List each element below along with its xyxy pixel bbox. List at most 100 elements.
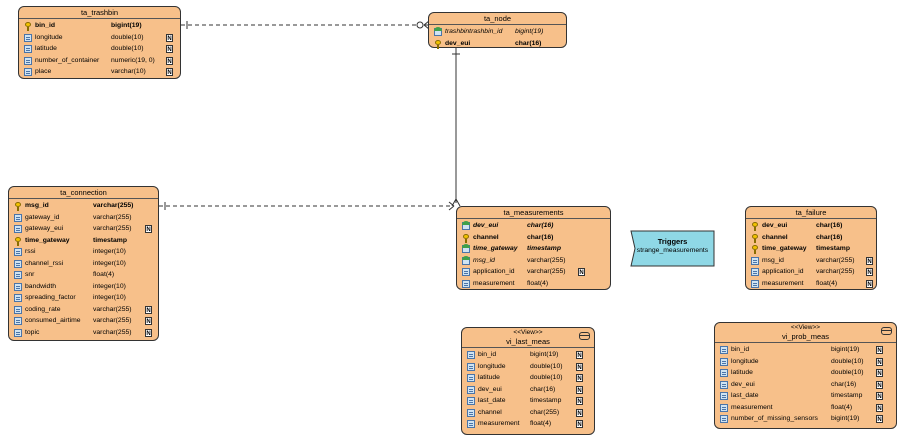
column-type: char(16) bbox=[515, 39, 542, 47]
column-type: integer(10) bbox=[93, 259, 126, 267]
primary-key-icon bbox=[15, 202, 21, 211]
column-name: dev_eui bbox=[445, 39, 471, 47]
column-row[interactable]: channel char(16) bbox=[457, 232, 610, 244]
nullable-badge: N bbox=[145, 317, 152, 325]
primary-key-icon bbox=[752, 233, 758, 243]
column-name: bin_id bbox=[35, 22, 56, 29]
column-row[interactable]: dev_eui char(16) bbox=[429, 38, 566, 50]
column-name: time_gateway bbox=[473, 245, 518, 252]
view-header: <<View>> vi_last_meas bbox=[462, 328, 594, 348]
column-type: char(16) bbox=[530, 385, 556, 393]
column-type: double(10) bbox=[111, 45, 144, 52]
column-name: dev_eui bbox=[731, 380, 755, 388]
view-icon bbox=[579, 332, 590, 340]
column-row[interactable]: time_gateway timestamp bbox=[746, 243, 876, 255]
column-icon bbox=[14, 282, 22, 291]
column-name: application_id bbox=[762, 268, 804, 275]
column-name: gateway_eui bbox=[25, 225, 64, 232]
column-icon bbox=[467, 385, 475, 394]
column-type: bigint(19) bbox=[831, 346, 860, 353]
column-type: char(16) bbox=[831, 380, 857, 388]
column-name: time_gateway bbox=[762, 245, 807, 252]
column-name: dev_eui bbox=[762, 222, 788, 229]
column-name: dev_eui bbox=[478, 385, 502, 393]
column-name: time_gateway bbox=[25, 236, 70, 244]
column-name: msg_id bbox=[25, 202, 49, 209]
column-name: measurement bbox=[473, 279, 515, 287]
column-name: longitude bbox=[731, 357, 759, 365]
triggers-box[interactable]: Triggers strange_measurements bbox=[631, 231, 714, 266]
column-type: double(10) bbox=[530, 374, 563, 381]
view-stereotype: <<View>> bbox=[513, 329, 543, 336]
nullable-badge: N bbox=[866, 268, 873, 276]
column-name: channel bbox=[473, 233, 499, 241]
nullable-badge: N bbox=[166, 56, 173, 65]
column-icon bbox=[14, 328, 22, 337]
foreign-key-icon bbox=[462, 255, 470, 265]
column-name: trashbintrashbin_id bbox=[445, 28, 503, 35]
column-icon bbox=[751, 268, 759, 276]
nullable-badge: N bbox=[166, 33, 173, 42]
primary-key-icon bbox=[435, 39, 441, 49]
view-header: <<View>> vi_prob_meas bbox=[715, 323, 896, 343]
column-type: timestamp bbox=[816, 245, 850, 252]
column-icon bbox=[14, 294, 22, 302]
column-type: varchar(255) bbox=[93, 213, 132, 221]
column-icon bbox=[720, 403, 728, 412]
column-name: longitude bbox=[478, 362, 506, 370]
column-type: varchar(255) bbox=[93, 317, 132, 324]
column-type: char(16) bbox=[527, 233, 554, 241]
